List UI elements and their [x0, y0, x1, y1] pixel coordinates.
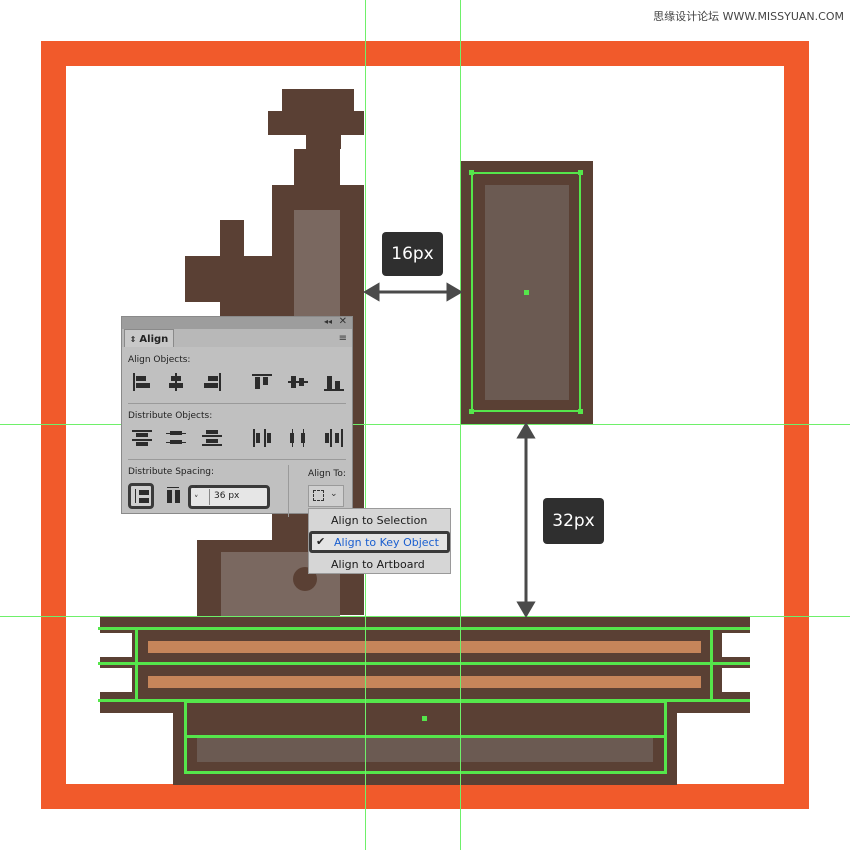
panel-body: Align Objects: Distribute Objects:: [122, 347, 352, 517]
watermark: 思缘设计论坛 WWW.MISSYUAN.COM: [653, 10, 844, 23]
stepper-icon[interactable]: ˄˅: [194, 486, 199, 505]
menu-item-label: Align to Artboard: [331, 557, 425, 571]
tab-label: Align: [139, 333, 169, 345]
align-objects-label: Align Objects:: [128, 355, 191, 365]
menu-item-label: Align to Key Object: [334, 535, 439, 549]
align-to-key-object-icon: [313, 490, 324, 501]
tab-toggle-icon: ⇕: [129, 334, 137, 344]
panel-titlebar[interactable]: ◂◂ ✕: [122, 316, 352, 329]
align-vertical-center-icon[interactable]: [288, 373, 308, 391]
align-bottom-icon[interactable]: [324, 373, 344, 391]
menu-item-label: Align to Selection: [331, 513, 428, 527]
separator: [128, 459, 346, 460]
distribute-vertical-center-icon[interactable]: [166, 429, 186, 447]
menu-item-align-to-key-object[interactable]: ✔ Align to Key Object: [309, 531, 450, 553]
distribute-objects-label: Distribute Objects:: [128, 411, 213, 421]
menu-item-align-to-selection[interactable]: Align to Selection: [309, 509, 450, 531]
horizontal-gap-label: 16px: [382, 232, 443, 276]
align-to-menu[interactable]: Align to Selection ✔ Align to Key Object…: [308, 508, 451, 574]
arrow-head-left: [363, 282, 380, 302]
horizontal-distribute-space-icon[interactable]: [164, 487, 184, 505]
distribute-bottom-icon[interactable]: [202, 429, 222, 447]
menu-item-align-to-artboard[interactable]: Align to Artboard: [309, 553, 450, 575]
collapse-icon[interactable]: ◂◂: [323, 317, 332, 326]
vertical-guide: [460, 0, 461, 850]
separator: [128, 403, 346, 404]
panel-tab-align[interactable]: ⇕ Align: [124, 329, 174, 348]
align-right-icon[interactable]: [202, 373, 222, 391]
align-left-icon[interactable]: [132, 373, 152, 391]
spacing-input[interactable]: ˄˅ 36 px: [188, 485, 270, 509]
chevron-down-icon: ⌄: [330, 489, 338, 499]
vertical-separator: [288, 465, 289, 517]
vertical-distribute-space-icon[interactable]: [128, 483, 154, 509]
distribute-right-icon[interactable]: [324, 429, 344, 447]
vertical-guide: [365, 0, 366, 850]
arrow-head-right: [446, 282, 463, 302]
spacing-value: 36 px: [214, 491, 240, 501]
arrow-head-up: [516, 422, 536, 439]
checkmark-icon: ✔: [316, 535, 326, 548]
close-icon[interactable]: ✕: [338, 316, 347, 327]
distribute-top-icon[interactable]: [132, 429, 152, 447]
align-horizontal-center-icon[interactable]: [166, 373, 186, 391]
align-panel[interactable]: ◂◂ ✕ ⇕ Align ≡ Align Objects: Distribute…: [121, 316, 353, 517]
align-to-label: Align To:: [308, 469, 346, 479]
distribute-left-icon[interactable]: [252, 429, 272, 447]
panel-menu-icon[interactable]: ≡: [338, 333, 347, 344]
horizontal-guide: [0, 424, 850, 425]
arrow-head-down: [516, 601, 536, 618]
distribute-spacing-label: Distribute Spacing:: [128, 467, 215, 477]
horizontal-guide: [0, 616, 850, 617]
align-to-dropdown[interactable]: ⌄: [308, 485, 344, 507]
distribute-horizontal-center-icon[interactable]: [288, 429, 308, 447]
align-top-icon[interactable]: [252, 373, 272, 391]
vertical-gap-label: 32px: [543, 498, 604, 544]
